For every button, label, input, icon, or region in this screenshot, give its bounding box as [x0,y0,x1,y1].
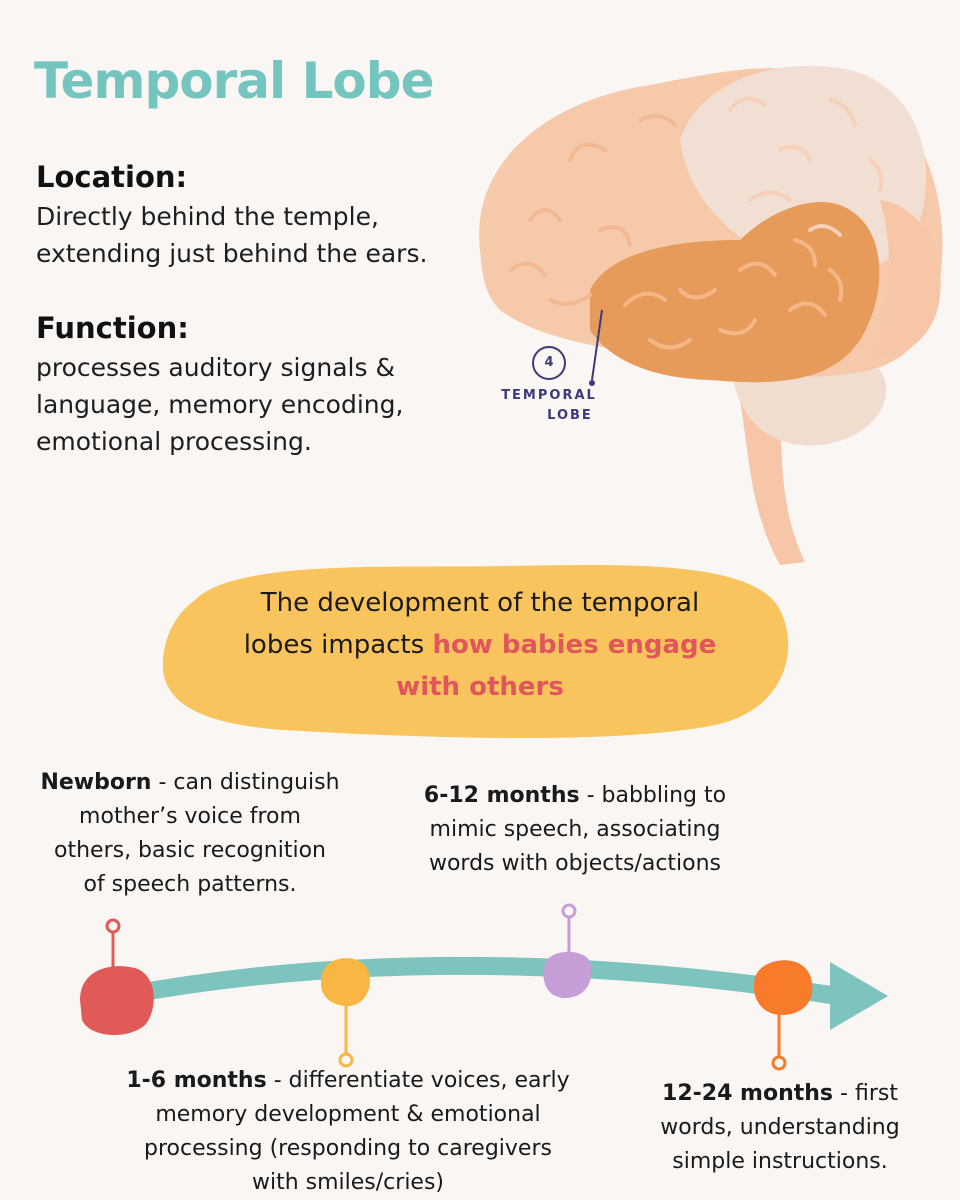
occipital-lobe [875,200,941,360]
milestone-1-6-line: with smiles/cries) [251,1170,445,1195]
callout-line-2-plain: lobes impacts [243,630,433,660]
milestone-12-24-stage: 12-24 months [662,1081,834,1106]
months-6-12-marker [543,951,592,998]
milestone-6-12-stage: 6-12 months [423,783,580,808]
tag-word-1: TEMPORAL [501,388,597,403]
parietal-lobe [680,65,927,273]
milestone-newborn-line: others, basic recognition [54,838,326,863]
tag-word-2: LOBE [547,408,593,423]
milestone-1-6-line: processing (responding to caregivers [144,1136,552,1161]
function-line-1: processes auditory signals & [36,353,395,382]
milestone-12-24-line: words, understanding [660,1115,900,1140]
milestone-newborn: Newborn - can distinguish mother’s voice… [20,766,360,902]
callout-text: The development of the temporal lobes im… [210,582,750,708]
milestone-6-12: 6-12 months - babbling to mimic speech, … [405,779,745,881]
callout-highlight-1: how babies engage [432,630,717,660]
location-label: Location: [36,160,188,194]
callout-highlight-2: with others [396,672,564,702]
milestone-1-6-line: memory development & emotional [155,1102,541,1127]
callout-line-1: The development of the temporal [260,588,700,618]
months-12-24-marker [753,960,813,1015]
months-6-12-pin [561,903,577,919]
location-line-1: Directly behind the temple, [36,202,379,231]
tag-number: 4 [532,346,566,380]
milestone-newborn-line: - can distinguish [151,770,340,795]
callout-background [162,564,789,739]
milestone-1-6-line: - differentiate voices, early [266,1068,570,1093]
milestone-6-12-line: mimic speech, associating [429,817,721,842]
newborn-pin [105,918,121,934]
months-12-24-pin [771,1055,787,1071]
milestone-12-24-line: - first [833,1081,898,1106]
brain-folds [508,114,677,306]
milestone-6-12-line: - babbling to [579,783,727,808]
timeline [80,903,888,1071]
milestone-newborn-line: of speech patterns. [83,872,297,897]
page-title: Temporal Lobe [34,52,434,110]
milestone-newborn-stage: Newborn [40,770,152,795]
newborn-marker [80,966,154,1036]
function-section: Function: processes auditory signals & l… [36,311,476,460]
milestone-12-24-line: simple instructions. [672,1149,888,1174]
milestone-newborn-line: mother’s voice from [79,804,301,829]
temporal-lobe-tag: 4 TEMPORAL LOBE [494,346,604,426]
label-pointer [591,309,603,381]
location-section: Location: Directly behind the temple, ex… [36,160,476,272]
brain-illustration [479,65,943,565]
timeline-arrow [830,962,888,1030]
months-1-6-pin [338,1052,354,1068]
timeline-line [91,956,859,1009]
function-line-3: emotional processing. [36,427,312,456]
location-line-2: extending just behind the ears. [36,239,428,268]
function-line-2: language, memory encoding, [36,390,404,419]
milestone-1-6-stage: 1-6 months [126,1068,267,1093]
milestone-1-6: 1-6 months - differentiate voices, early… [108,1064,588,1200]
months-1-6-marker [320,958,370,1007]
brainstem [740,400,805,565]
milestone-12-24: 12-24 months - first words, understandin… [630,1077,930,1179]
function-label: Function: [36,311,189,345]
milestone-6-12-line: words with objects/actions [428,851,722,876]
